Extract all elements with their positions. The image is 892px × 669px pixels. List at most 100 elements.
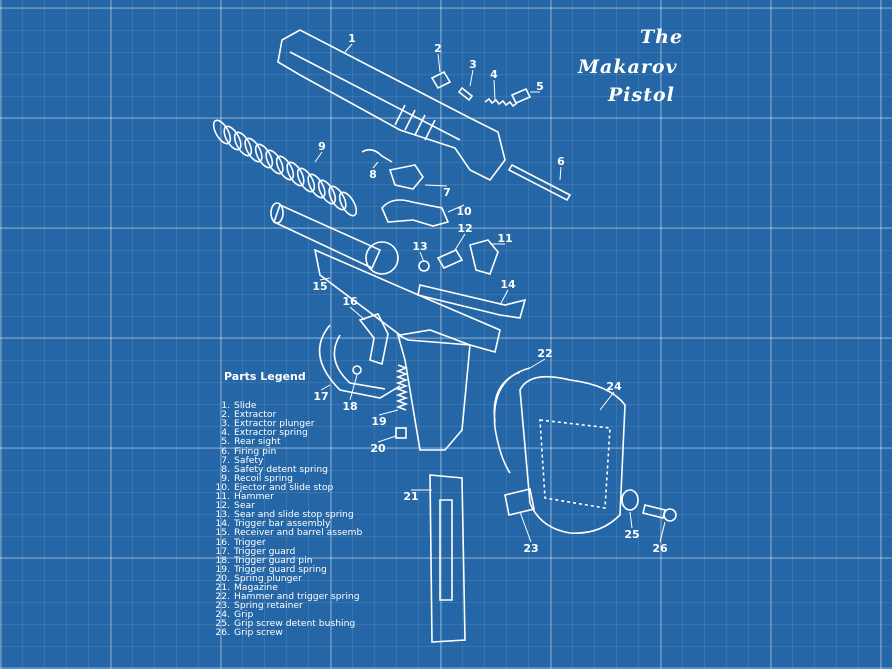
legend-item-name: Spring retainer	[234, 600, 303, 612]
callout-leader-line	[319, 277, 331, 281]
callout-number: 14	[500, 278, 516, 291]
callout-number: 24	[606, 380, 622, 393]
legend-item-name: Safety	[234, 454, 264, 466]
part-safety-detent-spring	[361, 148, 393, 163]
legend-item-number: 14.	[215, 518, 230, 530]
part-recoil-spring	[212, 119, 358, 217]
callout-leader-line	[349, 306, 366, 321]
legend-item-number: 11.	[215, 491, 230, 503]
legend-item: 2.Extractor	[212, 410, 362, 419]
part-extractor-plunger	[457, 86, 474, 102]
legend-item-number: 10.	[215, 481, 230, 493]
legend-item: 16.Trigger	[212, 536, 362, 548]
callout-number: 26	[652, 542, 668, 555]
legend-item: 3.Extractor plunger	[212, 419, 362, 428]
callout-number: 8	[369, 168, 377, 181]
legend-item-number: 9.	[221, 472, 230, 484]
legend-item-number: 8.	[221, 463, 230, 475]
legend-item: 12.Sear	[212, 501, 362, 510]
callout-number: 5	[536, 80, 544, 93]
spring-coil	[233, 131, 253, 157]
callout-number: 11	[497, 232, 512, 245]
legend-item-number: 1.	[221, 400, 230, 412]
legend-item-name: Grip	[234, 609, 254, 621]
legend-item-number: 13.	[215, 509, 230, 521]
legend-item-number: 17.	[215, 545, 230, 557]
callout-leader-line	[659, 521, 666, 543]
callout-leader-line	[454, 233, 466, 251]
legend-heading: Parts Legend	[224, 370, 306, 383]
legend-item-number: 24.	[215, 609, 230, 621]
callout-number: 6	[557, 155, 565, 168]
legend-item: 17. Trigger guard	[212, 545, 362, 557]
callout-leader-line	[320, 384, 331, 391]
title-line-1: The	[640, 26, 684, 48]
callout-number: 3	[469, 58, 477, 71]
callout-number: 17	[313, 390, 328, 403]
legend-item: 7. Safety	[212, 456, 362, 465]
legend-item-number: 7.	[221, 454, 230, 466]
part-rear-sight	[510, 87, 532, 105]
part-safety	[388, 164, 424, 190]
legend-item-number: 16.	[215, 536, 230, 548]
legend-item-name: Spring plunger	[234, 572, 302, 584]
legend-item-number: 19.	[215, 563, 230, 575]
legend-item: 11. Hammer	[212, 492, 362, 501]
callout-leader-line	[437, 53, 441, 73]
spring-coil	[265, 149, 284, 175]
callout-number: 25	[624, 528, 639, 541]
part-grip-screw-bushing	[621, 489, 639, 511]
title-line-3: Pistol	[608, 84, 675, 106]
callout-number: 21	[403, 490, 418, 503]
callout-number: 2	[434, 42, 442, 55]
part-firing-pin	[507, 163, 572, 202]
part-trigger-guard-pin	[352, 365, 362, 375]
part-extractor-spring	[484, 97, 518, 108]
legend-item: 8. Safety detent spring	[212, 465, 362, 474]
spring-coil	[338, 191, 358, 217]
legend-item-number: 12.	[215, 500, 230, 512]
callout-number: 23	[523, 542, 538, 555]
spring-coil	[223, 125, 242, 151]
callout-leader-line	[469, 69, 474, 87]
legend-item-number: 3.	[221, 418, 230, 430]
legend-item-name: Trigger guard	[234, 545, 296, 557]
legend-item-name: Firing pin	[234, 445, 277, 457]
legend-item-name: Trigger guard spring	[234, 563, 327, 575]
callout-leader-line	[599, 391, 615, 411]
callout-leader-line	[529, 358, 546, 369]
legend-item-name: Safety detent spring	[234, 463, 328, 475]
callout-leader-line	[349, 374, 358, 401]
part-sear	[436, 248, 464, 270]
legend-item: 24. Grip	[212, 610, 362, 619]
legend-item-number: 22.	[215, 591, 230, 603]
part-hammer	[469, 239, 499, 275]
legend-item-number: 23.	[215, 600, 230, 612]
spring-coil	[254, 143, 274, 169]
part-trigger-guard-spring	[395, 364, 409, 411]
spring-coil	[286, 161, 305, 187]
callout-leader-line	[629, 511, 633, 529]
part-grip-screw	[642, 504, 677, 522]
legend-item-name: Hammer and trigger spring	[234, 591, 360, 603]
part-slide	[277, 29, 506, 182]
legend-item: 9.Recoil spring	[212, 474, 362, 483]
legend-item: 4.Extractor spring	[212, 428, 362, 437]
callout-leader-line	[419, 251, 425, 263]
callout-leader-line	[559, 166, 562, 181]
part-spring-plunger	[395, 427, 407, 439]
legend-item: 19. Trigger guard spring	[212, 565, 362, 574]
legend-item: 10.Ejector and slide stop	[212, 483, 362, 492]
legend-item-number: 25.	[215, 618, 230, 630]
legend-item: 14.Trigger bar assembly	[212, 519, 362, 528]
legend-item-name: Hammer	[234, 491, 274, 503]
callout-number: 7	[443, 186, 451, 199]
legend-item-name: Slide	[234, 400, 257, 412]
callout-number: 12	[457, 222, 472, 235]
legend-item: 13.Sear and slide stop spring	[212, 510, 362, 519]
legend-item-name: Extractor spring	[234, 427, 308, 439]
callout-leader-line	[377, 435, 397, 443]
